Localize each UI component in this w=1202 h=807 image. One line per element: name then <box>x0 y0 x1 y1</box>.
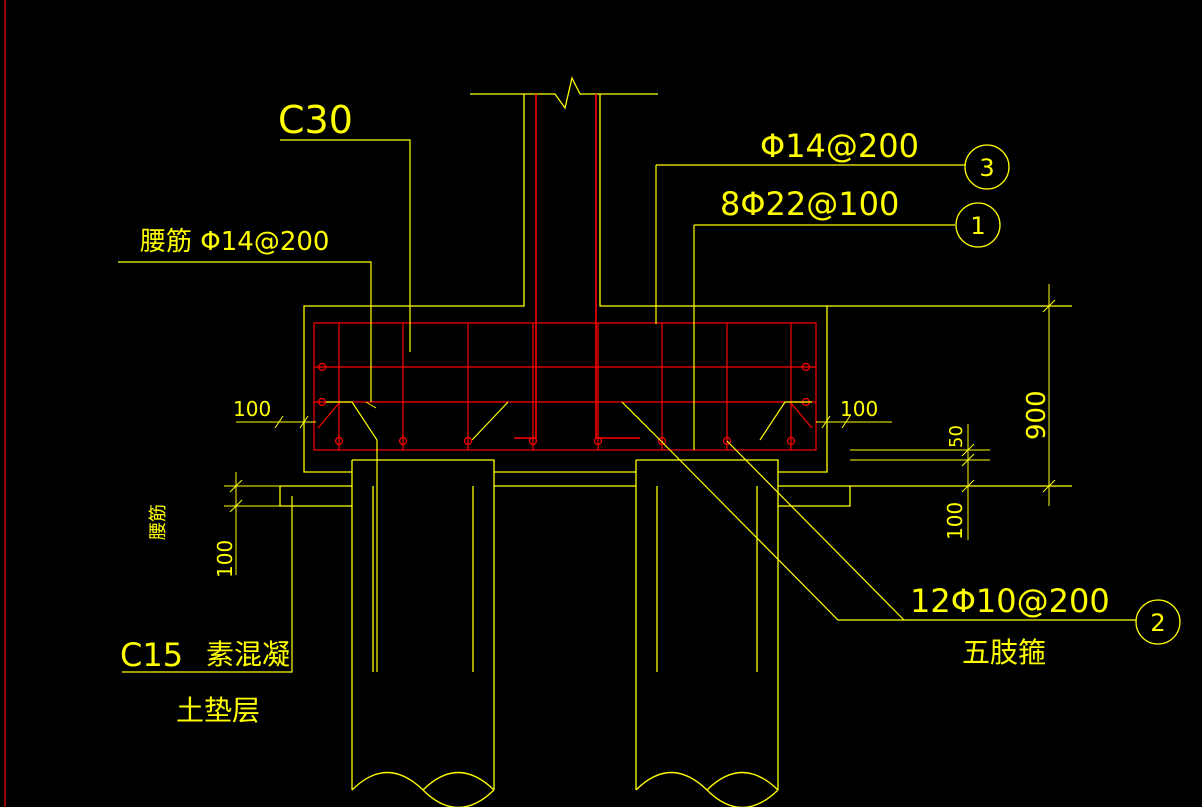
callout-circle-3 <box>964 144 1010 190</box>
callout-number-3: 3 <box>979 154 994 182</box>
cap-outline-right <box>599 94 1072 307</box>
dim-100-right: 100 <box>840 397 878 421</box>
concrete-outline <box>279 76 1072 807</box>
top-rebar-label: Φ14@200 <box>760 127 919 165</box>
waist-rebar-label: 腰筋 Φ14@200 <box>140 227 329 257</box>
cushion-material-label: 素混凝 <box>206 638 290 671</box>
dim-50: 50 <box>946 425 967 448</box>
rebar-dots <box>317 362 811 446</box>
callout-number-2: 2 <box>1150 609 1165 637</box>
cap-right-side <box>778 306 828 473</box>
leader-lines <box>118 139 1136 673</box>
pile-left <box>352 459 495 790</box>
cushion-layer-label: 土垫层 <box>176 694 260 727</box>
dim-100-left: 100 <box>233 397 271 421</box>
dimension-lines <box>224 284 1056 575</box>
column-break-line <box>470 76 658 110</box>
cushion-right <box>778 486 851 507</box>
dim-100-left-vertical: 100 <box>213 540 237 578</box>
callout-circle-1 <box>955 202 1001 248</box>
dim-100-bottom: 100 <box>943 502 967 540</box>
waist-vertical-label: 腰筋 <box>148 504 169 540</box>
pile-right <box>636 459 779 790</box>
cushion-grade-label: C15 <box>120 636 183 674</box>
main-rebar-label: 8Φ22@100 <box>720 185 899 223</box>
rebar-cage <box>313 94 817 451</box>
stirrup-outline <box>313 322 817 451</box>
callout-circle-2 <box>1135 599 1181 645</box>
cap-outline-left <box>303 94 525 473</box>
concrete-grade-label: C30 <box>278 98 353 142</box>
cushion-left <box>279 486 352 507</box>
stirrup-label: 12Φ10@200 <box>910 582 1110 620</box>
callout-number-1: 1 <box>970 212 985 240</box>
stirrup-type-label: 五肢箍 <box>962 636 1046 669</box>
dim-900: 900 <box>1022 390 1052 440</box>
